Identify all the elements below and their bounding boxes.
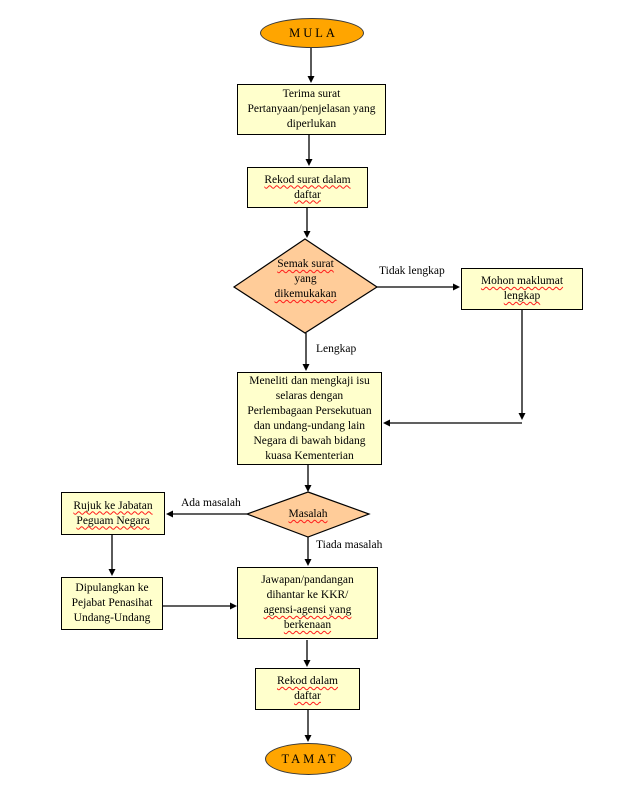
node-text: Jawapan/pandangan dihantar ke KKR/ agens… [261,573,354,633]
node-text-line: Peguam Negara [76,514,150,527]
node-text-line: Masalah [288,508,328,520]
node-text-line: selaras dengan [275,389,344,402]
node-text: Mohon maklumat lengkap [481,274,563,304]
node-text-line: kuasa Kementerian [265,449,354,462]
node-text-line: Rekod dalam [277,675,338,687]
arrowhead [166,510,173,518]
node-text-line: Undang-Undang [73,612,151,624]
arrowhead [303,231,311,238]
node-text-line: daftar [294,188,321,201]
flow-node-semak-surat: Semak surat yang dikemukakan [243,257,368,302]
decision-diamond-semak-shape [232,238,379,334]
node-text-line: Pertanyaan/penjelasan yang [247,103,376,115]
node-text: Terima surat Pertanyaan/penjelasan yang … [247,87,375,132]
flow-node-dipulangkan: Dipulangkan ke Pejabat Penasihat Undang-… [61,577,163,630]
node-text: Rekod surat dalam daftar [264,173,350,203]
start-label: MULA [289,25,338,40]
arrowhead [383,419,390,427]
arrowhead [108,569,116,576]
flow-node-jawapan: Jawapan/pandangan dihantar ke KKR/ agens… [237,567,378,639]
arrowhead [302,364,310,371]
node-text-line: dikemukakan [274,288,337,300]
arrowhead [230,602,237,610]
node-text-line: dan undang-undang lain [253,419,366,432]
arrowhead [307,76,315,83]
arrowhead [453,283,460,291]
flow-node-masalah: Masalah [258,507,358,522]
node-text-line: daftar [294,690,321,702]
node-text-line: berkenaan [283,619,332,631]
node-text-line: Perlembagaan Persekutuan [247,404,372,417]
node-text-line: diperlukan [286,118,337,130]
flow-node-mohon-maklumat: Mohon maklumat lengkap [461,268,583,310]
end-label: TAMAT [281,751,339,766]
node-text-line: Pejabat Penasihat [71,597,153,609]
node-text-line: Jawapan/pandangan [261,574,354,586]
flow-node-meneliti: Meneliti dan mengkaji isu selaras dengan… [237,372,382,465]
node-text: Rekod dalam daftar [277,674,338,704]
edge-label-lengkap: Lengkap [316,343,357,355]
flow-node-terima-surat: Terima surat Pertanyaan/penjelasan yang … [237,84,386,135]
node-text: Dipulangkan ke Pejabat Penasihat Undang-… [72,581,153,626]
node-text-line: agensi-agensi yang [263,604,352,616]
arrowhead [305,159,313,166]
edge-label-tiada-masalah: Tiada masalah [316,539,383,551]
node-text-line: Rekod surat dalam [264,173,351,186]
node-text-line: Mohon maklumat [480,275,564,287]
arrowhead [304,735,312,742]
arrowhead [304,485,312,492]
arrowhead [518,413,526,420]
node-text-line: Terima surat [282,88,341,100]
arrowhead [303,660,311,667]
node-text-line: Dipulangkan ke [75,582,149,594]
arrowhead [304,559,312,566]
edge-label-ada-masalah: Ada masalah [181,497,241,509]
flow-node-rujuk-peguam: Rujuk ke Jabatan Peguam Negara [61,492,165,535]
node-text-line: lengkap [503,290,541,302]
flow-node-start: MULA [260,18,364,48]
flow-node-rekod-daftar: Rekod dalam daftar [255,668,360,710]
node-text-line: yang [294,273,317,285]
flow-node-end: TAMAT [265,743,352,775]
edge-label-tidak-lengkap: Tidak lengkap [379,265,445,277]
decision-diamond-masalah-shape [245,491,371,538]
node-text-line: Negara di bawah bidang [253,434,366,447]
node-text: Rujuk ke Jabatan Peguam Negara [73,499,152,529]
node-text-line: Meneliti dan mengkaji isu [249,374,370,387]
node-text-line: Rujuk ke Jabatan [73,499,153,512]
node-text-line: dihantar ke KKR/ [266,589,349,601]
flow-node-rekod-surat: Rekod surat dalam daftar [247,167,368,208]
node-text-line: Semak surat [277,258,334,270]
node-text: Meneliti dan mengkaji isu selaras dengan… [247,374,371,464]
